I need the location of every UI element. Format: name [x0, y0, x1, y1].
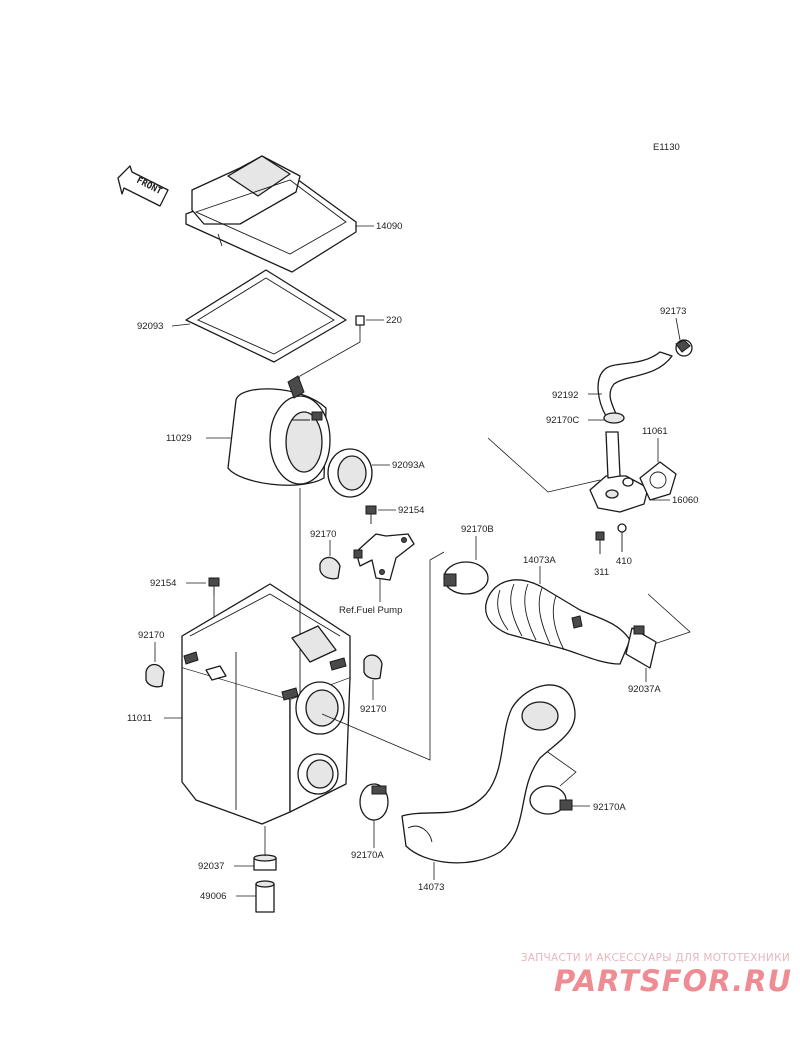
- ref-fuel-pump-label: Ref.Fuel Pump: [339, 605, 402, 616]
- callout-16060: 16060: [672, 495, 698, 506]
- clamp-92037A: [625, 625, 657, 669]
- air-filter-element: [227, 375, 331, 486]
- diagram-code: E1130: [653, 142, 680, 153]
- callout-92170A-right: 92170A: [593, 802, 626, 813]
- air-box-cover: [185, 155, 357, 273]
- screw-220: [355, 315, 365, 332]
- callout-92093A: 92093A: [392, 460, 425, 471]
- clip-92170-left: [145, 663, 165, 688]
- callout-311: 311: [594, 567, 609, 578]
- breather-cap: [675, 339, 693, 357]
- callout-14073: 14073: [418, 882, 444, 893]
- fitting-gasket: [639, 461, 677, 501]
- clamp-92170A-left: [359, 783, 389, 821]
- callout-92093: 92093: [137, 321, 163, 332]
- callout-49006: 49006: [200, 891, 226, 902]
- callout-11029: 11029: [166, 433, 192, 444]
- watermark-logo: PARTSFOR.RU: [554, 964, 792, 998]
- callout-92170A-left: 92170A: [351, 850, 384, 861]
- bolt-92154-left: [208, 577, 220, 596]
- callout-92037A: 92037A: [628, 684, 661, 695]
- callout-92037: 92037: [198, 861, 224, 872]
- front-arrow-icon: FRONT: [117, 165, 169, 207]
- clip-92170-top: [319, 556, 341, 580]
- gasket: [185, 269, 347, 363]
- drain-cap: [253, 854, 277, 871]
- air-box-case: [181, 583, 351, 825]
- callout-11061: 11061: [642, 426, 668, 437]
- callout-92154-upper: 92154: [398, 505, 424, 516]
- callout-14073A: 14073A: [523, 555, 556, 566]
- clamp-92170A-right: [529, 785, 573, 815]
- bolt-311: [595, 531, 605, 554]
- callout-92170C: 92170C: [546, 415, 579, 426]
- callout-11011: 11011: [127, 713, 152, 724]
- callout-410: 410: [616, 556, 632, 567]
- callout-92170-left: 92170: [138, 630, 164, 641]
- callout-92170B: 92170B: [461, 524, 494, 535]
- washer-410: [617, 523, 627, 552]
- callout-220: 220: [386, 315, 402, 326]
- callout-92170-right: 92170: [360, 704, 386, 715]
- callout-92192: 92192: [552, 390, 578, 401]
- clamp-92170B: [443, 561, 489, 595]
- fuel-pump-bracket: [353, 533, 415, 581]
- drain-tube: [255, 880, 275, 913]
- bolt-92154-upper: [365, 505, 377, 524]
- clip-92170-right: [363, 654, 383, 680]
- watermark-tagline: ЗАПЧАСТИ И АКСЕССУАРЫ ДЛЯ МОТОТЕХНИКИ: [520, 952, 790, 964]
- callout-92173: 92173: [660, 306, 686, 317]
- seal-ring: [327, 448, 373, 498]
- intake-boot: [484, 579, 631, 665]
- callout-92154-left: 92154: [150, 578, 176, 589]
- clip-92170C: [603, 412, 625, 424]
- breather-fitting: [589, 431, 649, 513]
- outlet-hose: [401, 684, 576, 864]
- callout-92170-top: 92170: [310, 529, 336, 540]
- breather-hose: [597, 351, 673, 417]
- callout-14090: 14090: [376, 221, 402, 232]
